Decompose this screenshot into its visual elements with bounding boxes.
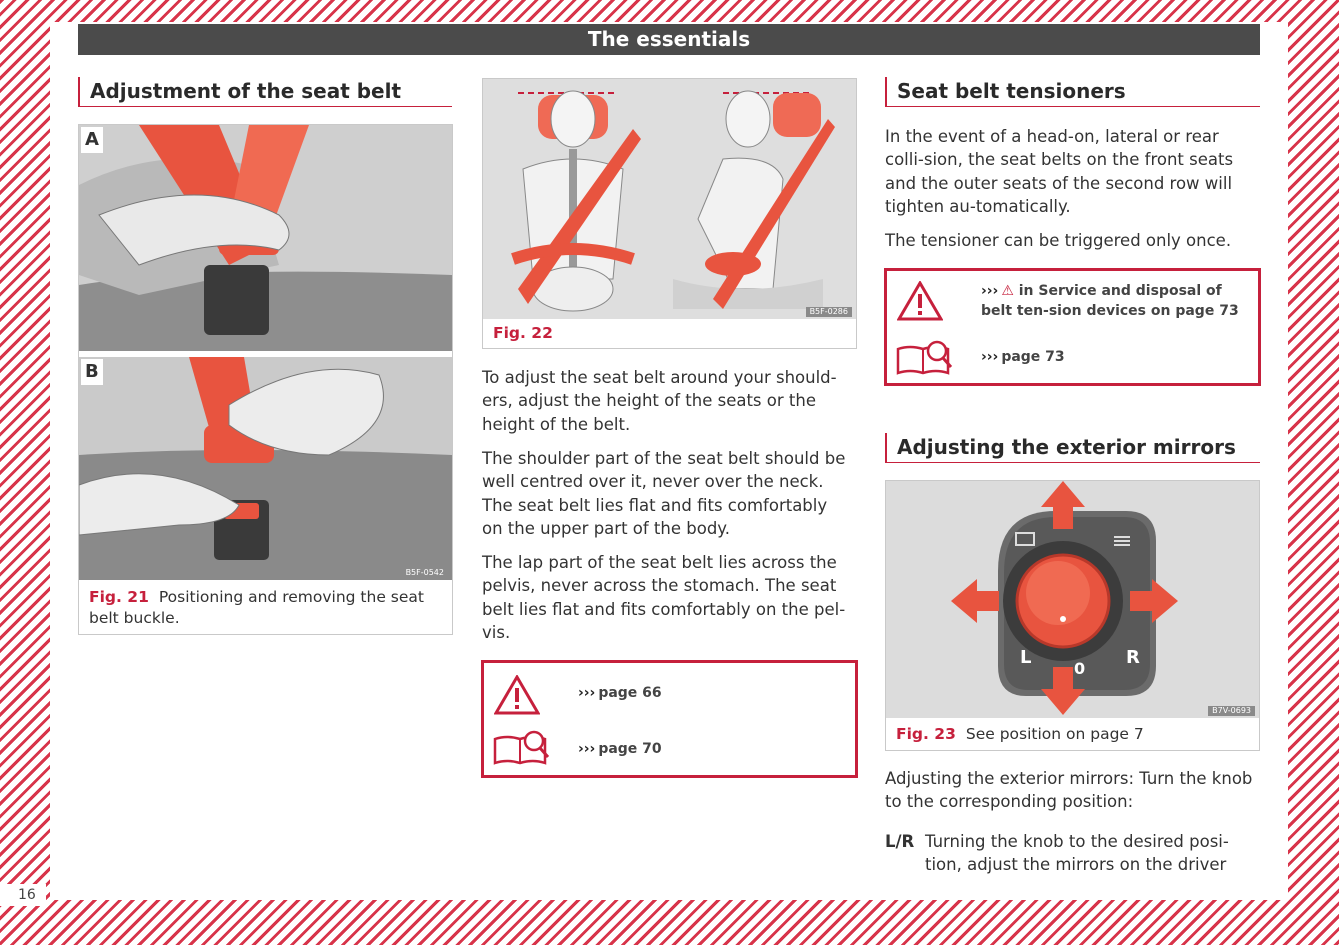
col3-warning-box: ›››⚠ in Service and disposal of belt ten… — [884, 268, 1261, 386]
figure-22-label: Fig. 22 — [493, 324, 553, 342]
book-magnifier-icon — [896, 340, 953, 375]
col3-paragraph-1: In the event of a head-on, lateral or re… — [885, 127, 1234, 217]
col3-paragraph-3: Adjusting the exterior mirrors: Turn the… — [885, 769, 1253, 812]
figure-21-label-a: A — [85, 129, 99, 150]
col2-warning-link-2[interactable]: page 70 — [598, 741, 662, 757]
heading-seat-belt-tensioners: Seat belt tensioners — [885, 77, 1260, 107]
figure-22-caption: Fig. 22 — [493, 323, 563, 344]
figure-21-label-b: B — [85, 361, 99, 382]
knob-label-right: R — [1126, 647, 1140, 668]
col3-paragraph-2: The tensioner can be triggered only once… — [885, 231, 1232, 250]
col2-paragraph-3: The lap part of the seat belt lies acros… — [482, 553, 846, 643]
small-warning-triangle-icon: ⚠ — [1001, 283, 1014, 299]
figure-22-image: B5F-0286 — [483, 79, 856, 319]
figure-23-caption: Fig. 23 See position on page 7 — [896, 724, 1144, 745]
col2-paragraph-2: The shoulder part of the seat belt shoul… — [482, 449, 846, 539]
col2-warning-line-2[interactable]: ›››page 70 — [578, 739, 662, 759]
col2-warning-line-1[interactable]: ›››page 66 — [578, 683, 662, 703]
figure-23-label: Fig. 23 — [896, 725, 956, 743]
col3-warning-line-1[interactable]: ›››⚠ in Service and disposal of belt ten… — [981, 281, 1246, 321]
col2-paragraph-1: To adjust the seat belt around your shou… — [482, 368, 837, 434]
col2-warning-link-1[interactable]: page 66 — [598, 685, 662, 701]
heading-exterior-mirrors: Adjusting the exterior mirrors — [885, 433, 1260, 463]
knob-label-left: L — [1020, 647, 1032, 668]
legend-text: Turning the knob to the desired posi-tio… — [925, 832, 1229, 875]
figure-23-caption-text: See position on page 7 — [965, 725, 1144, 743]
legend-lr: L/R Turning the knob to the desired posi… — [885, 830, 1257, 877]
figure-21-label: Fig. 21 — [89, 588, 149, 606]
legend-key: L/R — [885, 832, 915, 851]
col3-warning-marker-2: ››› — [981, 349, 999, 365]
warning-triangle-icon — [897, 281, 943, 321]
figure-22: B5F-0286 Fig. 22 — [482, 78, 857, 349]
seat-belt-buckle-illustration — [79, 125, 452, 580]
col3-warning-link-1[interactable]: in Service and disposal of belt ten-sion… — [981, 283, 1239, 319]
col3-warning-line-2[interactable]: ›››page 73 — [981, 347, 1065, 367]
page-number: 16 — [0, 884, 46, 906]
col3-warning-marker-1: ››› — [981, 283, 999, 299]
section-header: The essentials — [78, 24, 1260, 55]
col2-warning-box: ›››page 66 ›››page 70 — [481, 660, 858, 778]
figure-21-image: A B B5F-0542 — [79, 125, 452, 580]
figure-22-code: B5F-0286 — [805, 307, 852, 317]
col3-warning-link-2[interactable]: page 73 — [1001, 349, 1065, 365]
col2-warning-marker-1: ››› — [578, 685, 596, 701]
mirror-knob-illustration — [951, 481, 1178, 715]
figure-23: L 0 R B7V-0693 Fig. 23 See position on pa… — [885, 480, 1260, 751]
warning-triangle-icon — [494, 675, 540, 715]
knob-label-zero: 0 — [1074, 659, 1086, 678]
spine-belt-illustration — [511, 90, 835, 312]
heading-seat-belt-adjustment: Adjustment of the seat belt — [78, 77, 452, 107]
book-magnifier-icon — [493, 730, 550, 765]
figure-21-code: B5F-0542 — [401, 568, 448, 578]
figure-23-code: B7V-0693 — [1208, 706, 1255, 716]
figure-21-caption-text: Positioning and removing the seat belt b… — [89, 588, 424, 627]
figure-23-image: L 0 R B7V-0693 — [886, 481, 1259, 718]
col2-warning-marker-2: ››› — [578, 741, 596, 757]
